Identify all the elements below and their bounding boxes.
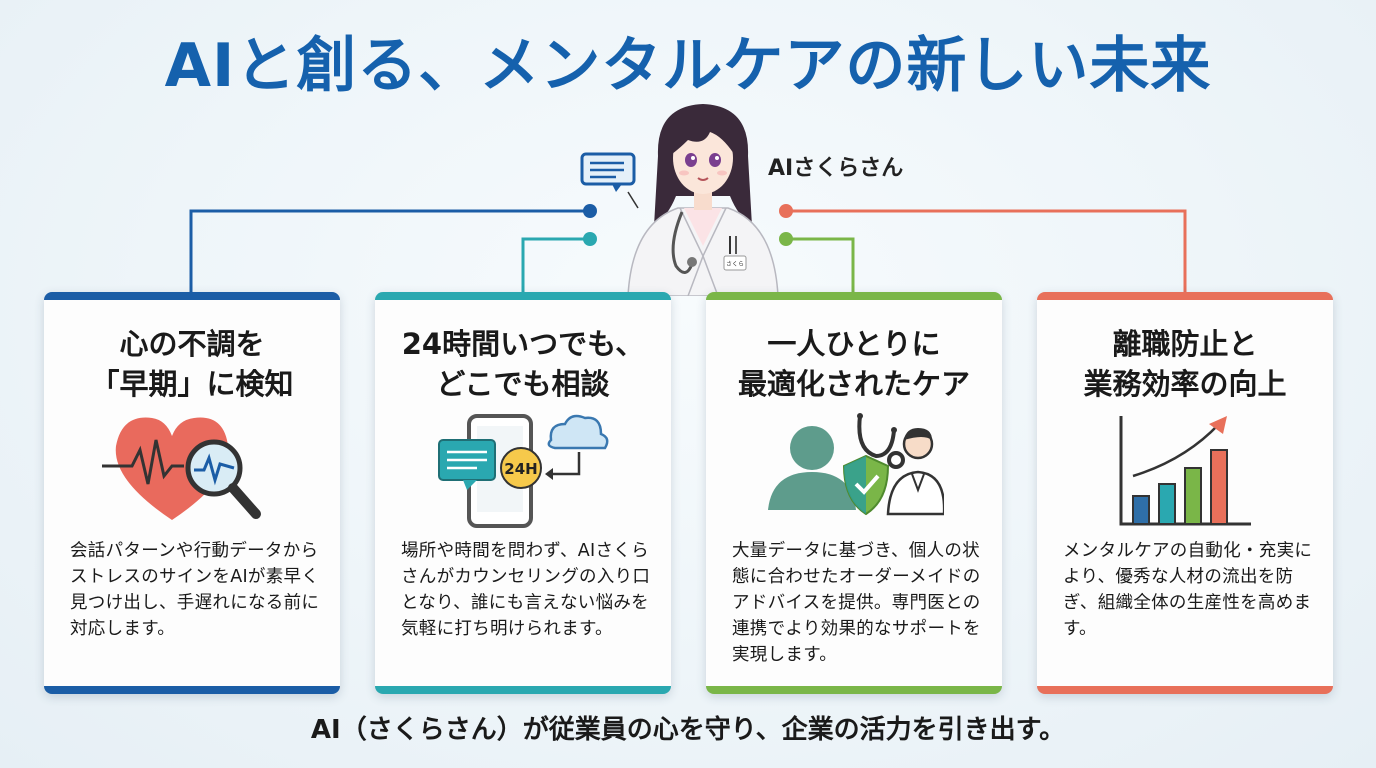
page-title: AIと創る、メンタルケアの新しい未来 bbox=[164, 31, 1212, 101]
card-title: 離職防止と 業務効率の向上 bbox=[1083, 327, 1287, 401]
heart-magnifier-icon bbox=[102, 417, 261, 520]
phone-24h-cloud-icon: 24H bbox=[438, 414, 609, 528]
footer-tagline: AI（さくらさん）が従業員の心を守り、企業の活力を引き出す。 bbox=[310, 715, 1066, 745]
icon-24h-label: 24H bbox=[504, 460, 537, 478]
character-name: AIさくらさん bbox=[768, 156, 904, 181]
card-24h-consultation: 24時間いつでも、 どこでも相談 24H 場所や時間を問わず、AIさくらさんがカ… bbox=[375, 292, 671, 694]
card-description: 大量データに基づき、個人の状態に合わせたオーダーメイドのアドバイスを提供。専門医… bbox=[732, 541, 981, 665]
person-shield-doctor-icon bbox=[768, 413, 944, 516]
card-description: 会話パターンや行動データからストレスのサインをAIが素早く見つけ出し、手遅れにな… bbox=[70, 541, 320, 639]
card-description: メンタルケアの自動化・充実により、優秀な人材の流出を防ぎ、組織全体の生産性を高め… bbox=[1063, 541, 1313, 639]
card-title: 心の不調を 「早期」に検知 bbox=[90, 327, 294, 401]
card-retention-efficiency: 離職防止と 業務効率の向上 メンタルケアの自動化・充実により、優秀な人材の流出を… bbox=[1037, 292, 1333, 694]
card-description: 場所や時間を問わず、AIさくらさんがカウンセリングの入り口となり、誰にも言えない… bbox=[401, 541, 651, 639]
card-title: 一人ひとりに 最適化されたケア bbox=[737, 327, 970, 401]
character-badge: さくら bbox=[726, 261, 744, 268]
card-early-detection: 心の不調を 「早期」に検知 会話パターンや行動データからストレスのサインをAIが… bbox=[44, 292, 340, 694]
card-personalized-care: 一人ひとりに 最適化されたケア 大量データに基づき、個人の状態に合わせたオーダー… bbox=[706, 292, 1002, 694]
growth-bar-chart-icon bbox=[1119, 416, 1251, 526]
card-title: 24時間いつでも、 どこでも相談 bbox=[401, 327, 645, 401]
chat-bubble-icon bbox=[580, 152, 639, 209]
ai-sakura-character: さくら bbox=[618, 96, 788, 297]
